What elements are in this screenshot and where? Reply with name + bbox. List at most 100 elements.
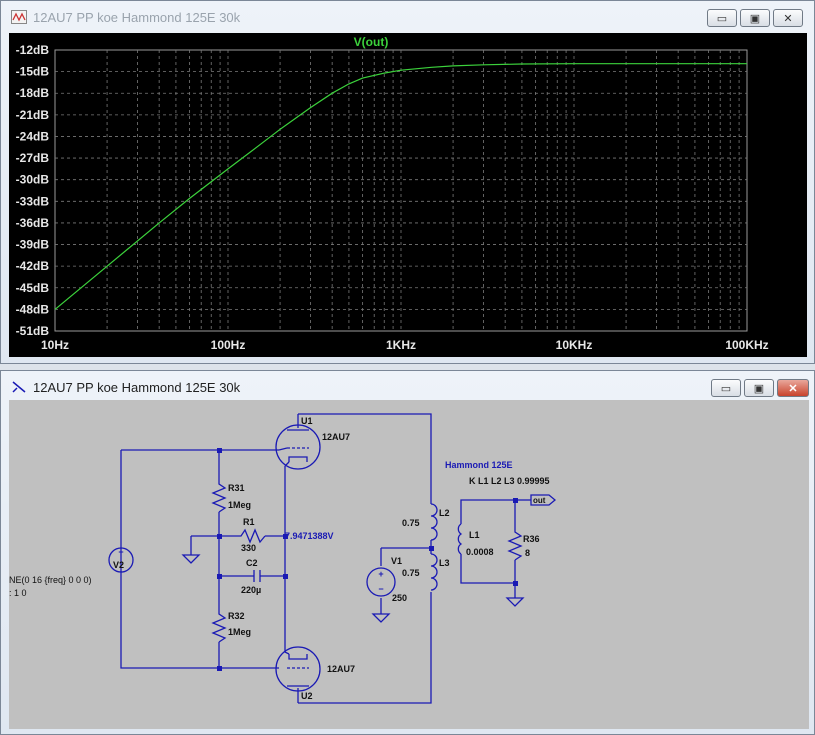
tube-u2-cathode — [288, 654, 308, 660]
x-tick-label: 100Hz — [211, 338, 246, 352]
r31-ref: R31 — [228, 483, 245, 493]
x-tick-label: 100KHz — [725, 338, 768, 352]
resistor-r32[interactable] — [211, 610, 227, 643]
close-button[interactable]: ✕ — [773, 9, 803, 27]
y-tick-label: -42dB — [16, 259, 50, 273]
close-icon: ✕ — [783, 12, 793, 25]
wire[interactable] — [120, 450, 219, 669]
plus-sign: + — [118, 547, 123, 557]
close-button[interactable]: ✕ — [777, 379, 809, 397]
r36-value: 8 — [525, 548, 530, 558]
y-tick-label: -15dB — [16, 65, 50, 79]
l2-ref: L2 — [439, 508, 450, 518]
plot-window-title: 12AU7 PP koe Hammond 125E 30k — [33, 10, 241, 25]
x-axis-ticks: 10Hz 100Hz 1KHz 10KHz 100KHz — [41, 338, 769, 352]
wire[interactable] — [460, 499, 515, 514]
y-tick-label: -51dB — [16, 324, 50, 338]
r32-value: 1Meg — [228, 627, 251, 637]
minus-sign: − — [378, 584, 383, 594]
v1-value: 250 — [392, 593, 407, 603]
junction-dot — [217, 448, 222, 453]
schematic-icon — [12, 381, 26, 393]
y-tick-label: -18dB — [16, 86, 50, 100]
waveform-icon — [11, 10, 27, 24]
junction-dot — [283, 574, 288, 579]
chart-title[interactable]: V(out) — [354, 35, 389, 49]
source-directive-line1: NE(0 16 {freq} 0 0 0) — [9, 575, 92, 585]
plus-sign: + — [378, 569, 383, 579]
wire[interactable] — [460, 564, 515, 584]
minimize-button[interactable]: ▭ — [707, 9, 737, 27]
schematic-titlebar[interactable]: 12AU7 PP koe Hammond 125E 30k ▭ ▣ ✕ — [1, 371, 814, 403]
plot-grid — [55, 50, 747, 331]
node-voltage-label[interactable]: 7.9471388V — [285, 531, 334, 541]
maximize-icon: ▣ — [749, 12, 761, 25]
tube-u1[interactable] — [275, 424, 321, 470]
wire[interactable] — [298, 413, 432, 504]
junction-dot — [513, 498, 518, 503]
y-tick-label: -24dB — [16, 129, 50, 143]
ground-symbol — [181, 554, 201, 564]
r32-ref: R32 — [228, 611, 245, 621]
voltage-source-v1[interactable] — [366, 567, 396, 597]
l1-value: 0.0008 — [466, 547, 494, 557]
c2-ref: C2 — [246, 558, 258, 568]
x-tick-label: 10Hz — [41, 338, 69, 352]
minimize-button[interactable]: ▭ — [711, 379, 741, 397]
x-tick-label: 10KHz — [556, 338, 593, 352]
y-tick-label: -39dB — [16, 238, 50, 252]
r1-value: 330 — [241, 543, 256, 553]
r31-value: 1Meg — [228, 500, 251, 510]
schematic-canvas[interactable]: + + − U1 12AU7 12AU7 U2 — [9, 400, 809, 729]
wire — [284, 461, 290, 467]
out-port[interactable] — [530, 494, 557, 506]
junction-dot — [283, 534, 288, 539]
maximize-button[interactable]: ▣ — [740, 9, 770, 27]
transformer-label: Hammond 125E — [445, 460, 513, 470]
inductor-l3[interactable] — [430, 553, 438, 591]
schematic-window-title: 12AU7 PP koe Hammond 125E 30k — [33, 380, 241, 395]
schematic-window[interactable]: 12AU7 PP koe Hammond 125E 30k ▭ ▣ ✕ — [0, 370, 815, 735]
close-icon: ✕ — [788, 382, 798, 395]
resistor-r31[interactable] — [211, 480, 227, 513]
tube-u2[interactable] — [275, 646, 321, 692]
junction-dot — [217, 574, 222, 579]
x-tick-label: 1KHz — [386, 338, 416, 352]
wire — [278, 447, 288, 451]
y-tick-label: -12dB — [16, 43, 50, 57]
resistor-r36[interactable] — [507, 528, 523, 561]
wire — [284, 651, 290, 655]
waveform-plot-pane[interactable]: -12dB-15dB-18dB-21dB-24dB-27dB-30dB-33dB… — [9, 33, 807, 357]
c2-value: 220µ — [241, 585, 261, 595]
y-tick-label: -45dB — [16, 281, 50, 295]
maximize-button[interactable]: ▣ — [744, 379, 774, 397]
bode-plot[interactable]: -12dB-15dB-18dB-21dB-24dB-27dB-30dB-33dB… — [9, 33, 807, 357]
l3-ref: L3 — [439, 558, 450, 568]
voltage-source-v2[interactable] — [108, 547, 134, 573]
junction-dot — [217, 666, 222, 671]
inductor-l1[interactable] — [457, 523, 463, 555]
source-directive-line2: : 1 0 — [9, 588, 27, 598]
r36-ref: R36 — [523, 534, 540, 544]
series-line-vout[interactable] — [54, 63, 747, 310]
plot-titlebar[interactable]: 12AU7 PP koe Hammond 125E 30k ▭ ▣ ✕ — [1, 1, 814, 33]
resistor-r1[interactable] — [237, 528, 266, 544]
v2-ref: V2 — [113, 560, 124, 570]
out-label: out — [533, 496, 546, 505]
v1-ref: V1 — [391, 556, 402, 566]
junction-dot — [429, 546, 434, 551]
wire[interactable] — [298, 592, 432, 704]
u2-value: 12AU7 — [327, 664, 355, 674]
ground-symbol — [505, 597, 525, 607]
junction-dot — [217, 534, 222, 539]
l1-ref: L1 — [469, 530, 480, 540]
r1-ref: R1 — [243, 517, 255, 527]
y-tick-label: -27dB — [16, 151, 50, 165]
u1-value: 12AU7 — [322, 432, 350, 442]
l3-value: 0.75 — [402, 568, 420, 578]
coupling-directive: K L1 L2 L3 0.99995 — [469, 476, 550, 486]
minimize-icon: ▭ — [716, 12, 728, 25]
inductor-l2[interactable] — [430, 503, 438, 541]
y-tick-label: -36dB — [16, 216, 50, 230]
plot-window[interactable]: 12AU7 PP koe Hammond 125E 30k ▭ ▣ ✕ -12d… — [0, 0, 815, 364]
